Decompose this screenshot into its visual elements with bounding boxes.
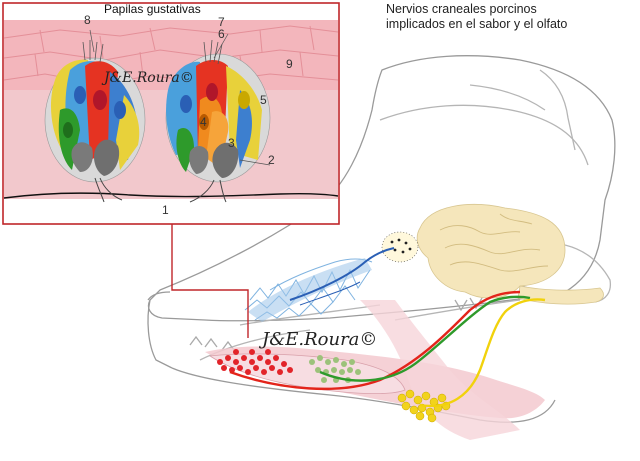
inset-watermark: J&E.Roura© — [101, 70, 194, 86]
figure-title: Nervios craneales porcinos implicados en… — [386, 2, 567, 32]
brain-gyri — [439, 213, 549, 272]
olfactory-nerve — [289, 247, 395, 301]
label-8: 8 — [84, 13, 91, 27]
taste-bud-inset: J&E.Roura© 1 2 3 4 5 6 7 8 9 — [2, 2, 340, 225]
tongue — [208, 353, 406, 395]
label-3: 3 — [228, 136, 235, 150]
taste-bud-right — [165, 39, 271, 203]
inset-frame — [2, 2, 340, 225]
pharynx-tissue — [360, 300, 520, 440]
figure-title-line-2: implicados en el sabor y el olfato — [386, 17, 568, 31]
label-6: 6 — [218, 27, 225, 41]
label-7: 7 — [218, 15, 225, 29]
label-1: 1 — [162, 203, 169, 217]
nerve-green — [319, 295, 531, 382]
olfactory-bulb-dots — [390, 238, 412, 254]
label-leaders — [89, 29, 271, 166]
inset-title: Papilas gustativas — [104, 2, 201, 16]
label-9: 9 — [286, 57, 293, 71]
nerve-red — [229, 290, 521, 391]
olfactory-nerve-branch — [299, 281, 361, 306]
red-papillae — [217, 349, 293, 375]
inset-connector — [171, 224, 249, 338]
label-4: 4 — [200, 115, 207, 129]
label-2: 2 — [268, 153, 275, 167]
olfactory-bulb — [381, 231, 419, 263]
label-5: 5 — [260, 93, 267, 107]
olfactory-mucosa-fill — [248, 258, 372, 322]
basement-membrane — [3, 192, 339, 199]
brain — [416, 204, 566, 299]
watermark: J&E.Roura© — [258, 329, 377, 350]
nerve-yellow — [419, 298, 546, 408]
figure-title-line-1: Nervios craneales porcinos — [386, 2, 537, 16]
taste-bud-left — [44, 40, 146, 203]
brainstem — [517, 285, 604, 305]
